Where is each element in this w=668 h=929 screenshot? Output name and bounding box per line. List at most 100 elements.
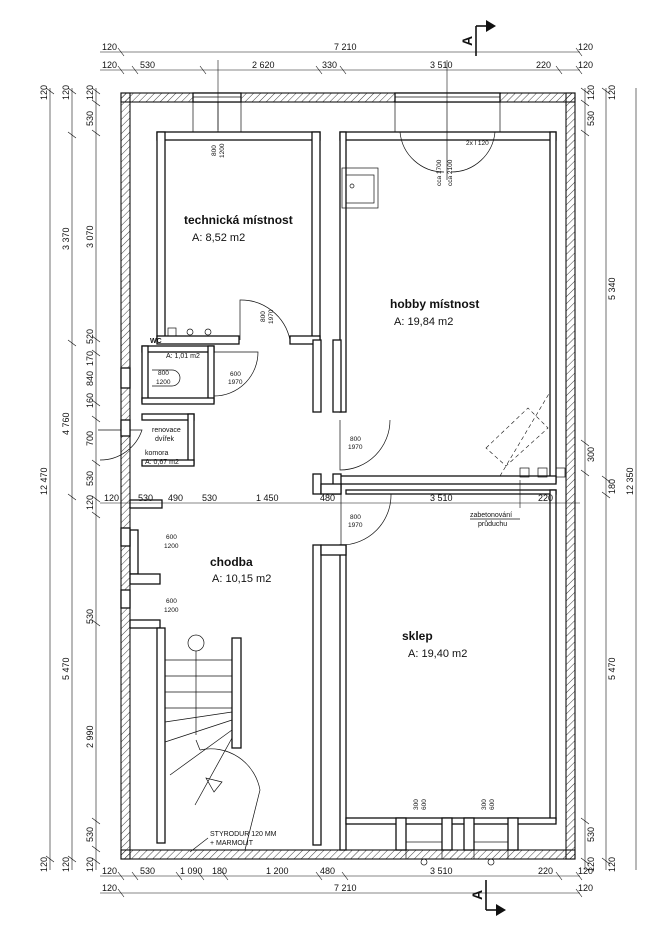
svg-text:300: 300 [413, 799, 420, 810]
room-wc: WC A: 1,01 m2 [150, 338, 200, 360]
room-area: A: 19,40 m2 [408, 648, 467, 660]
svg-text:3 510: 3 510 [430, 866, 453, 876]
svg-text:1970: 1970 [228, 379, 243, 386]
dim-left-total: 120 12 470 120 [39, 85, 49, 872]
svg-text:800: 800 [158, 370, 169, 377]
svg-text:530: 530 [586, 111, 596, 126]
svg-text:5 340: 5 340 [607, 277, 617, 300]
chodba-windows [120, 367, 131, 609]
sklep-door [340, 493, 392, 546]
dim-right-total: 12 350 [625, 88, 637, 870]
svg-text:520: 520 [85, 329, 95, 344]
dim-mid-row: 120 530 490 530 1 450 480 3 510 220 [104, 493, 553, 503]
dim-top-row: 120 530 2 620 330 3 510 220 120 [102, 60, 593, 70]
svg-text:120: 120 [102, 883, 117, 893]
svg-text:170: 170 [85, 351, 95, 366]
dim-left-outer: 120 3 370 4 760 5 470 120 [61, 85, 71, 872]
svg-text:120: 120 [85, 85, 95, 100]
svg-text:120: 120 [586, 857, 596, 872]
room-sklep: sklep A: 19,40 m2 [402, 629, 467, 660]
room-name: komora [145, 450, 168, 457]
room-area: A: 8,52 m2 [192, 232, 245, 244]
svg-text:1200: 1200 [164, 543, 179, 550]
svg-text:1200: 1200 [219, 143, 226, 158]
svg-text:480: 480 [320, 493, 335, 503]
svg-text:120: 120 [607, 857, 617, 872]
svg-text:1970: 1970 [348, 444, 363, 451]
svg-text:12 470: 12 470 [39, 467, 49, 495]
label-sklep-window-1: 300 600 [413, 799, 428, 810]
svg-text:3 510: 3 510 [430, 60, 453, 70]
hobby-door [339, 419, 391, 471]
svg-text:5 470: 5 470 [61, 657, 71, 680]
svg-text:120: 120 [578, 883, 593, 893]
svg-text:2 990: 2 990 [85, 725, 95, 748]
room-komora: komora A: 0,67 m2 [145, 450, 179, 466]
tech-window [192, 92, 242, 133]
svg-text:220: 220 [538, 493, 553, 503]
dim-top-total: 120 7 210 120 [102, 42, 593, 52]
svg-text:1 200: 1 200 [266, 866, 289, 876]
room-technicka: technická místnost A: 8,52 m2 [184, 213, 293, 244]
hobby-appliance [341, 167, 551, 477]
room-chodba: chodba A: 10,15 m2 [210, 555, 271, 585]
svg-text:530: 530 [586, 827, 596, 842]
svg-text:600: 600 [166, 598, 177, 605]
svg-text:3 070: 3 070 [85, 225, 95, 248]
section-mark-bottom: A [469, 880, 506, 916]
svg-text:120: 120 [586, 85, 596, 100]
note-renovace: renovace dvířek [152, 427, 181, 443]
dim-right-inner: 120 530 300 530 120 [586, 85, 596, 872]
svg-text:490: 490 [168, 493, 183, 503]
svg-text:+ MARMOLIT: + MARMOLIT [210, 840, 254, 847]
svg-text:160: 160 [85, 393, 95, 408]
svg-text:7 210: 7 210 [334, 883, 357, 893]
svg-text:120: 120 [578, 60, 593, 70]
label-tech-door: 800 1970 [260, 309, 275, 324]
label-sklep-door: 800 1970 [348, 514, 363, 529]
svg-text:600: 600 [489, 799, 496, 810]
room-name: chodba [210, 555, 253, 569]
svg-text:600: 600 [421, 799, 428, 810]
svg-text:1200: 1200 [156, 379, 171, 386]
svg-text:800: 800 [211, 145, 218, 156]
svg-text:1970: 1970 [268, 309, 275, 324]
room-name: hobby místnost [390, 297, 479, 311]
svg-text:zabetonování: zabetonování [470, 512, 512, 519]
svg-text:dvířek: dvířek [155, 436, 175, 443]
svg-text:120: 120 [39, 857, 49, 872]
svg-text:5 470: 5 470 [607, 657, 617, 680]
room-name: technická místnost [184, 213, 293, 227]
tech-door [239, 299, 291, 341]
svg-text:220: 220 [536, 60, 551, 70]
dim-bottom-row: 120 530 1 090 180 1 200 480 3 510 220 12… [102, 866, 593, 876]
svg-text:600: 600 [166, 534, 177, 541]
svg-text:180: 180 [212, 866, 227, 876]
svg-text:530: 530 [85, 111, 95, 126]
svg-text:120: 120 [578, 42, 593, 52]
label-hobby-window: 2x l 120 cca 1700 cca 2100 [436, 140, 489, 186]
svg-text:7 210: 7 210 [334, 42, 357, 52]
svg-text:renovace: renovace [152, 427, 181, 434]
section-label-top: A [459, 36, 475, 46]
dim-lines [45, 47, 611, 898]
room-area: A: 10,15 m2 [212, 573, 271, 585]
svg-text:530: 530 [202, 493, 217, 503]
interior-walls [129, 131, 557, 851]
svg-text:480: 480 [320, 866, 335, 876]
svg-text:300: 300 [481, 799, 488, 810]
svg-text:120: 120 [39, 85, 49, 100]
svg-text:cca 2100: cca 2100 [447, 159, 454, 186]
svg-text:800: 800 [350, 514, 361, 521]
staircase [164, 634, 261, 851]
svg-text:STYRODUR 120 MM: STYRODUR 120 MM [210, 831, 277, 838]
svg-text:120: 120 [102, 60, 117, 70]
svg-text:530: 530 [85, 609, 95, 624]
label-chodba-window-1: 600 1200 [164, 534, 179, 550]
sklep-windows [395, 817, 519, 866]
label-chodba-window-2: 600 1200 [164, 598, 179, 614]
svg-text:530: 530 [85, 471, 95, 486]
svg-text:120: 120 [61, 85, 71, 100]
room-name: sklep [402, 629, 433, 643]
